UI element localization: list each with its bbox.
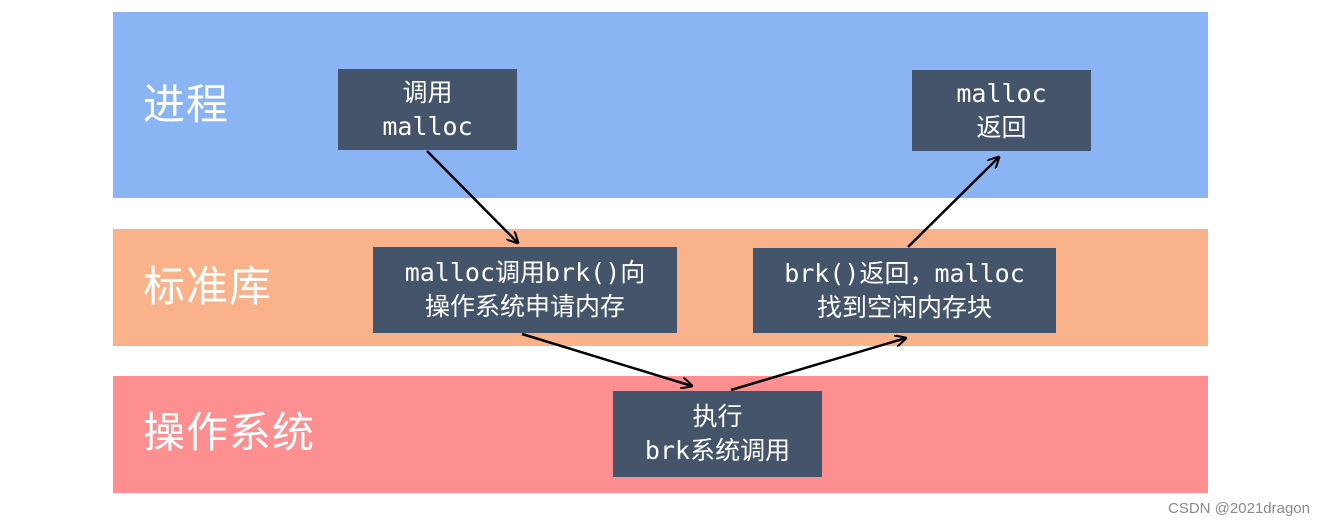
malloc-calls-brk-box: malloc调用brk()向 操作系统申请内存 [373, 247, 677, 333]
exec-brk-line2: brk系统调用 [644, 436, 791, 465]
brk-return-box: brk()返回，malloc 找到空闲内存块 [753, 248, 1056, 333]
brk-return-line2: 找到空闲内存块 [816, 292, 992, 322]
malloc-calls-brk-line1: malloc调用brk()向 [404, 258, 646, 287]
malloc-calls-brk-line2: 操作系统申请内存 [424, 292, 625, 321]
call-malloc-line2: malloc [382, 111, 473, 141]
call-malloc-box: 调用 malloc [338, 69, 517, 150]
brk-return-line1: brk()返回，malloc [784, 258, 1025, 288]
call-malloc-line1: 调用 [402, 77, 453, 107]
exec-brk-line1: 执行 [692, 402, 743, 431]
process-layer-label: 进程 [143, 80, 230, 129]
malloc-return-box: malloc 返回 [912, 70, 1091, 151]
stdlib-layer-label: 标准库 [143, 262, 273, 311]
malloc-return-line2: 返回 [976, 112, 1027, 142]
malloc-return-line1: malloc [956, 78, 1047, 108]
os-layer-label: 操作系统 [143, 408, 316, 457]
csdn-watermark: CSDN @2021dragon [1168, 500, 1310, 517]
exec-brk-syscall-box: 执行 brk系统调用 [613, 391, 822, 477]
